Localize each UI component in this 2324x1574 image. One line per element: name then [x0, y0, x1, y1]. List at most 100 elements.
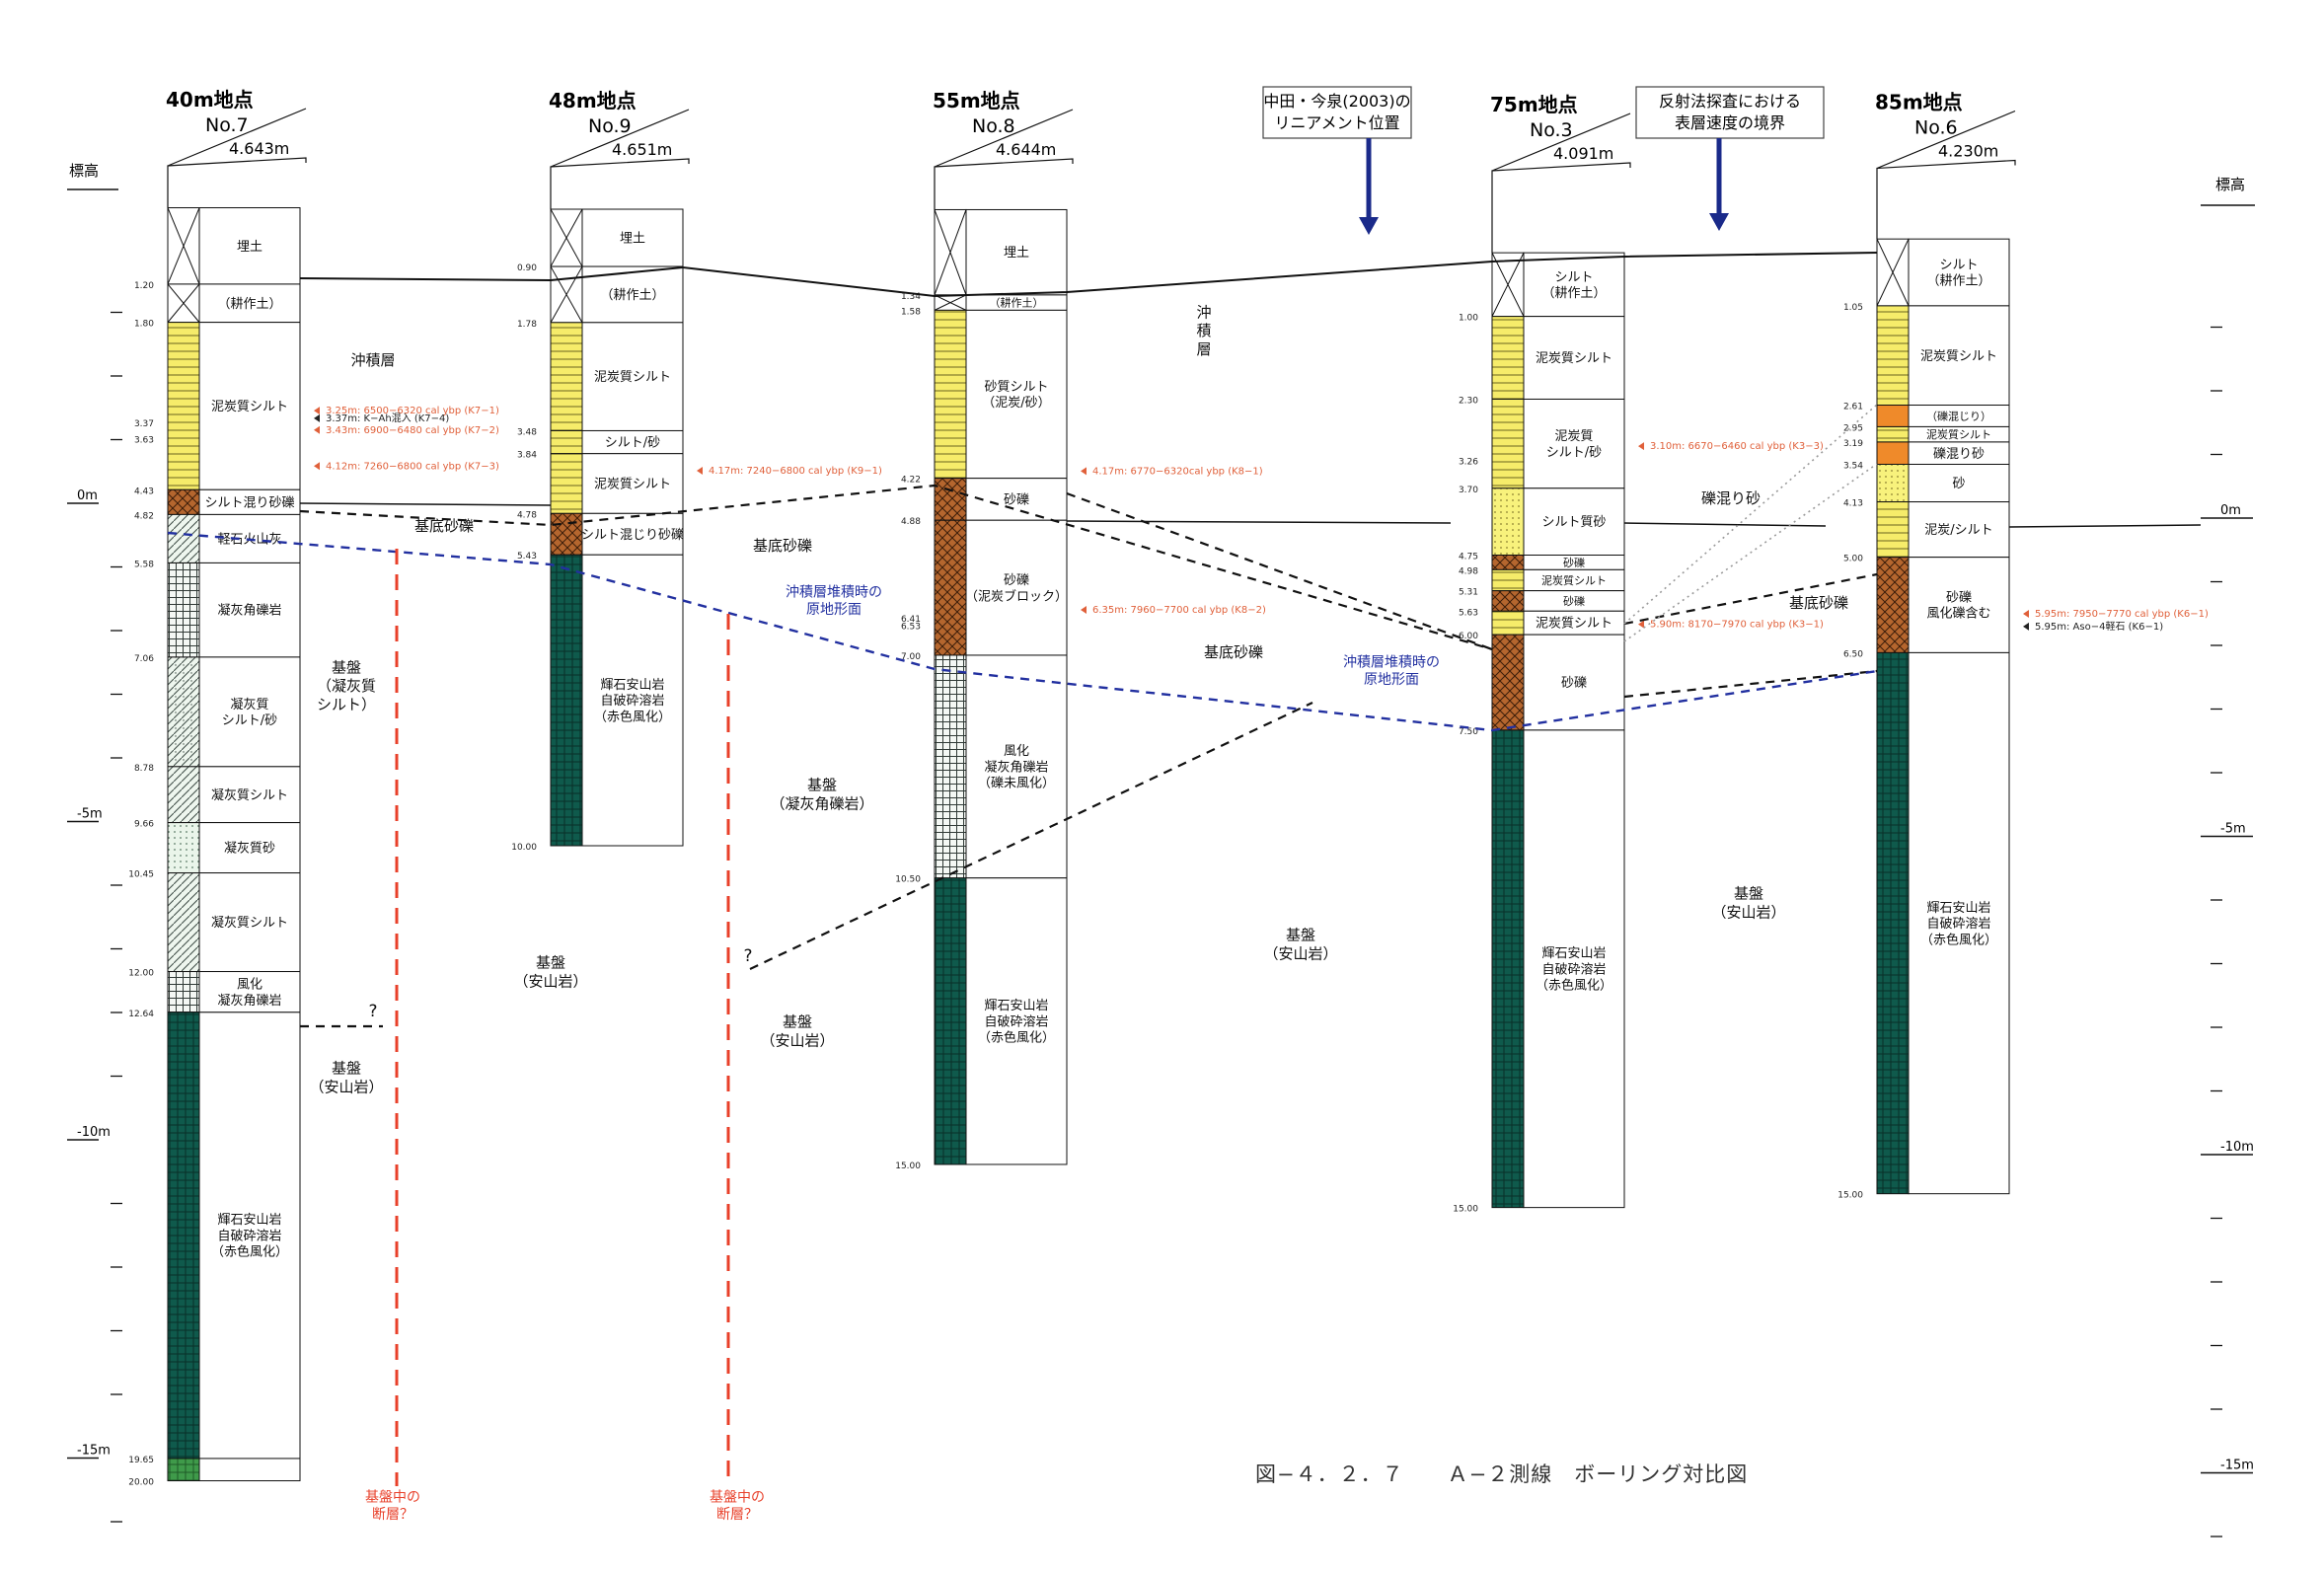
- label-basal-gravel-4: 基底砂礫: [1789, 594, 1848, 612]
- layer-description-cell: [1523, 252, 1625, 318]
- layer-label: （耕作土）: [990, 295, 1044, 309]
- fill-cross-mark: [1876, 238, 1910, 307]
- layer-strip: [550, 429, 583, 455]
- depth-mark: 4.98: [1459, 566, 1478, 576]
- correlation-dotted-line: [1623, 404, 1878, 625]
- layer-description-cell: [198, 822, 301, 874]
- borehole-no9: 48m地点No.94.651m埋土（耕作土）泥炭質シルトシルト/砂泥炭質シルトシ…: [511, 89, 882, 853]
- depth-mark: 6.50: [1843, 649, 1863, 659]
- layer-description-cell: [1523, 316, 1625, 400]
- depth-mark: 10.00: [511, 843, 537, 853]
- callout-lineament-line-2: リニアメント位置: [1274, 113, 1399, 132]
- depth-mark: 1.34: [901, 292, 921, 302]
- correlation-lines: [167, 252, 2202, 1486]
- layer-strip: [1491, 555, 1525, 570]
- dating-annotation: 3.25m: 6500−6320 cal ybp (K7−1): [326, 406, 499, 416]
- layer-description-cell: [198, 562, 301, 658]
- layer-strip: [1491, 398, 1525, 489]
- callout-lineament-line-1: 中田・今泉(2003)の: [1263, 92, 1410, 111]
- left-axis-label: 0m: [77, 488, 98, 503]
- annotation-marker-icon: [314, 407, 320, 415]
- layer-label: （耕作土）: [600, 287, 664, 303]
- depth-mark: 3.70: [1459, 486, 1478, 495]
- annotation-marker-icon: [1638, 620, 1644, 629]
- layer-strip: [934, 877, 967, 1165]
- label-gravel-sand: 礫混り砂: [1701, 489, 1761, 507]
- layer-description-cell: [1908, 651, 2010, 1195]
- annotation-marker-icon: [2023, 609, 2029, 618]
- layer-label: 泥炭質シルト: [594, 370, 671, 385]
- layer-description-cell: [965, 654, 1068, 879]
- layer-strip: [167, 822, 200, 874]
- fill-cross-mark: [1491, 252, 1525, 317]
- basal-gravel-bottom-line: [1623, 669, 1878, 699]
- dating-annotation: 4.17m: 7240−6800 cal ybp (K9−1): [709, 466, 882, 477]
- annotation-marker-icon: [314, 462, 320, 471]
- layer-label: 砂礫: [1563, 556, 1585, 569]
- left-axis-label: -5m: [77, 807, 103, 822]
- layer-strip: [1491, 316, 1525, 400]
- depth-mark: 3.48: [517, 427, 537, 437]
- layer-label: 埋土: [237, 240, 262, 255]
- borehole-header-leader: [1876, 110, 2016, 240]
- layer-label: 凝灰質シルト: [211, 915, 288, 931]
- layer-label: シルト（耕作土）: [1926, 258, 1990, 288]
- layer-strip: [1876, 305, 1910, 407]
- layer-label: シルト（耕作土）: [1541, 270, 1606, 301]
- depth-mark: 1.20: [134, 281, 154, 291]
- layer-strip: [167, 872, 200, 973]
- layer-strip: [167, 971, 200, 1013]
- zero-level-line: [1623, 522, 1827, 527]
- layer-strip: [167, 322, 200, 490]
- depth-mark: 3.37: [134, 419, 154, 429]
- layer-description-cell: [1908, 463, 2010, 503]
- depth-mark: 4.13: [1843, 499, 1863, 509]
- layer-label: 輝石安山岩自破砕溶岩（赤色風化）: [1536, 946, 1612, 994]
- label-question-1: ?: [368, 1002, 377, 1021]
- borehole-number: No.3: [1530, 119, 1573, 141]
- label-fault-2: 基盤中の断層？: [710, 1488, 765, 1523]
- annotation-marker-icon: [1081, 467, 1087, 476]
- callout-lineament: 中田・今泉(2003)の リニアメント位置: [1262, 86, 1412, 235]
- depth-mark: 2.95: [1843, 423, 1863, 433]
- layer-strip: [1491, 634, 1525, 731]
- layer-description-cell: [1908, 557, 2010, 653]
- layer-strip: [934, 309, 967, 480]
- label-basement-andesite-5: 基盤（安山岩）: [1711, 885, 1785, 922]
- label-fault-1: 基盤中の断層？: [365, 1488, 420, 1523]
- label-original-surface-1: 沖積層堆積時の原地形面: [786, 584, 882, 618]
- layer-strip: [550, 453, 583, 514]
- label-basement-andesite-2: 基盤（安山岩）: [513, 954, 587, 991]
- layer-description-cell: [581, 512, 684, 556]
- arrow-down-icon: [1359, 217, 1379, 235]
- depth-mark: 0.90: [517, 263, 537, 273]
- layer-label: 凝灰質シルト: [211, 787, 288, 803]
- zero-level-line: [1066, 520, 1452, 524]
- right-axis-label: -10m: [2220, 1140, 2254, 1155]
- layer-description-cell: [1523, 398, 1625, 489]
- label-alluvium-2: 沖積層: [1196, 303, 1211, 358]
- label-basement-andesite-3: 基盤（安山岩）: [760, 1013, 834, 1050]
- annotation-marker-icon: [2023, 622, 2029, 631]
- dating-annotation: 3.37m: K−Ah混入 (K7−4): [326, 412, 449, 424]
- annotation-marker-icon: [314, 425, 320, 434]
- layer-label: 風化凝灰角礫岩: [217, 978, 281, 1009]
- callout-seismic-line-2: 表層速度の境界: [1675, 113, 1785, 132]
- layer-description-cell: [581, 208, 684, 267]
- depth-mark: 4.75: [1459, 553, 1478, 562]
- depth-mark: 6.53: [901, 623, 921, 633]
- layer-strip: [1876, 557, 1910, 653]
- layer-strip: [1491, 487, 1525, 557]
- left-axis-title: 標高: [69, 162, 99, 180]
- depth-mark: 6.00: [1459, 632, 1478, 641]
- layer-label: 砂礫: [1004, 491, 1029, 507]
- original-surface-line: [167, 531, 1878, 732]
- layer-label: 砂礫: [1563, 594, 1585, 608]
- layer-strip: [167, 488, 200, 515]
- dating-annotation: 3.43m: 6900−6480 cal ybp (K7−2): [326, 425, 499, 436]
- fill-cross-mark: [550, 265, 583, 324]
- depth-mark: 1.05: [1843, 303, 1863, 313]
- layer-strip: [1876, 501, 1910, 559]
- depth-mark: 5.63: [1459, 608, 1478, 618]
